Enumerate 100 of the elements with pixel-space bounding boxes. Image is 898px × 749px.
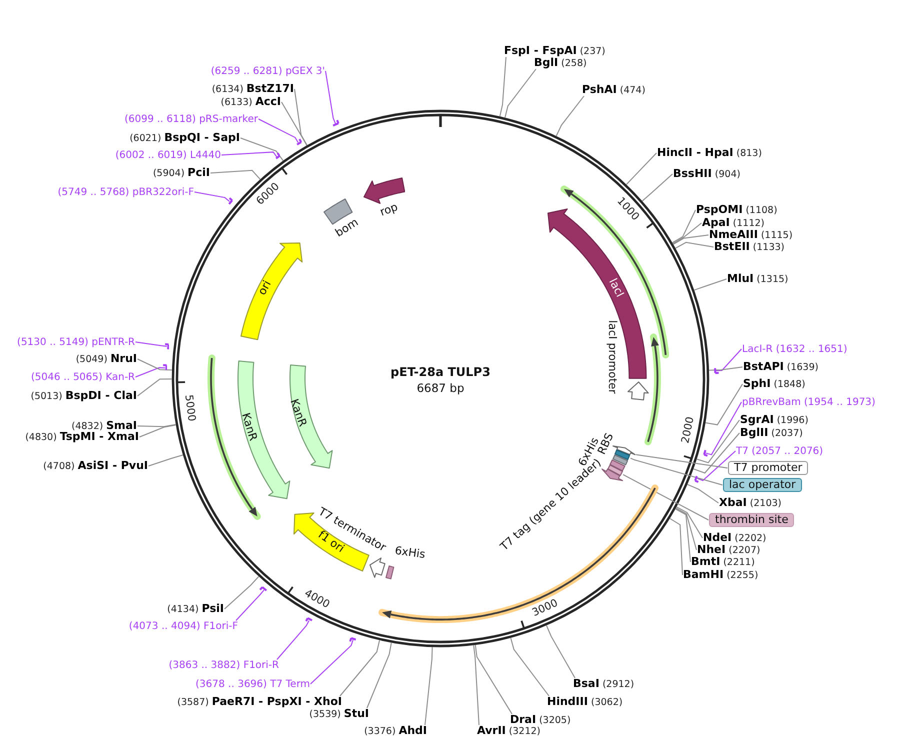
- orf-indicator: [206, 354, 261, 521]
- sequence-feature: [385, 564, 396, 580]
- restriction-site-label: BsaI (2912): [573, 677, 634, 691]
- restriction-site-label: SgrAI (1996): [740, 413, 808, 427]
- leader-line: [366, 642, 392, 708]
- leader-line: [221, 152, 278, 158]
- primer-label: (6259 .. 6281) pGEX 3': [210, 64, 325, 78]
- restriction-site-label: PspOMI (1108): [696, 203, 778, 217]
- restriction-site-label: BglI (258): [534, 56, 587, 70]
- restriction-site-label: AvrII (3212): [477, 724, 541, 738]
- leader-line: [708, 366, 743, 371]
- restriction-site-label: (3587) PaeR7I - PspXI - XhoI: [177, 695, 342, 709]
- tick-label: 5000: [182, 394, 198, 422]
- plasmid-name: pET-28a TULP3: [390, 365, 490, 379]
- restriction-site-label: (5049) NruI: [76, 352, 137, 366]
- leader-line: [672, 222, 702, 244]
- primer-mark: [296, 138, 302, 146]
- leader-line: [696, 420, 740, 464]
- leader-line: [686, 484, 719, 504]
- restriction-site-label: NdeI (2202): [703, 531, 766, 545]
- leader-line: [622, 474, 709, 520]
- leader-line: [696, 450, 736, 482]
- leader-line: [674, 508, 691, 562]
- leader-line: [675, 242, 714, 249]
- leader-line: [474, 644, 512, 714]
- primer-mark: [332, 119, 340, 127]
- restriction-site-label: (6133) AccI: [220, 95, 281, 109]
- restriction-site-label: HincII - HpaI (813): [657, 146, 762, 160]
- leader-line: [672, 234, 709, 245]
- leader-line: [148, 454, 184, 466]
- leader-line: [676, 506, 703, 538]
- leader-line: [504, 68, 536, 118]
- restriction-site-label: (3539) StuI: [309, 707, 369, 721]
- tick-label: 3000: [530, 597, 560, 620]
- restriction-site-label: (4708) AsiSI - PvuI: [43, 459, 148, 473]
- restriction-site-label: (5904) PciI: [152, 166, 210, 180]
- leader-line: [236, 590, 264, 621]
- feature-label: lacI: [606, 276, 626, 300]
- restriction-site-label: BstAPI (1639): [743, 360, 818, 374]
- sequence-feature: [600, 468, 624, 482]
- feature-label: ori: [256, 278, 274, 298]
- restriction-site-label: XbaI (2103): [719, 496, 782, 510]
- sequence-feature: [612, 454, 628, 466]
- sequence-feature: [608, 458, 626, 472]
- primer-mark: [164, 342, 170, 350]
- feature-label: 6xHis: [394, 544, 426, 562]
- feature-tag: thrombin site: [709, 513, 794, 527]
- leader-line: [499, 56, 506, 117]
- leader-line: [258, 118, 299, 144]
- orf-indicator: [644, 333, 663, 446]
- leader-line: [546, 624, 576, 678]
- leader-line: [510, 637, 550, 696]
- leader-line: [281, 102, 308, 146]
- primer-mark: [703, 449, 709, 458]
- restriction-site-label: BmtI (2211): [691, 555, 755, 569]
- sequence-feature: [614, 448, 630, 460]
- leader-line: [693, 432, 740, 474]
- primer-label: (5749 .. 5768) pBR322ori-F: [58, 186, 194, 198]
- leader-line: [424, 646, 433, 726]
- restriction-site-label: (4134) PsiI: [167, 602, 224, 616]
- leader-line: [135, 367, 166, 378]
- leader-line: [694, 278, 727, 291]
- sequence-feature: [289, 364, 334, 470]
- feature-label: bom: [333, 216, 361, 240]
- primer-mark: [259, 586, 268, 592]
- primer-label: (4073 .. 4094) F1ori-F: [128, 620, 238, 632]
- leader-line: [137, 358, 172, 370]
- primer-label: LacI-R (1632 .. 1651): [742, 342, 848, 356]
- sequence-feature: [626, 380, 650, 401]
- restriction-site-label: (6134) BstZ17I: [212, 82, 294, 96]
- leader-line: [630, 458, 723, 486]
- leader-line: [194, 192, 230, 202]
- primer-mark: [162, 364, 168, 372]
- leader-line: [135, 342, 168, 347]
- sequence-feature: [240, 242, 304, 341]
- feature-tag: T7 promoter: [728, 461, 808, 475]
- feature-label: rop: [378, 201, 400, 219]
- leader-line: [642, 174, 673, 202]
- leader-line: [626, 152, 657, 185]
- restriction-site-label: BstEII (1133): [714, 240, 784, 254]
- leader-line: [294, 88, 308, 146]
- restriction-site-label: FspI - FspAI (237): [504, 44, 606, 58]
- sequence-feature: [362, 177, 406, 205]
- primer-mark: [228, 196, 233, 205]
- sequence-feature: [612, 444, 636, 456]
- restriction-site-label: PshAI (474): [582, 83, 646, 97]
- leader-line: [224, 576, 260, 610]
- sequence-feature: [369, 556, 386, 578]
- sequence-feature: [606, 464, 624, 477]
- plasmid-length: 6687 bp: [416, 382, 464, 395]
- leader-line: [137, 378, 172, 396]
- primer-mark: [694, 474, 700, 483]
- restriction-site-label: HindIII (3062): [547, 695, 623, 709]
- primer-label: (6099 .. 6118) pRS-marker: [124, 112, 258, 126]
- restriction-site-label: BglII (2037): [740, 426, 803, 440]
- primer-mark: [348, 636, 357, 642]
- restriction-site-label: ApaI (1112): [702, 216, 765, 230]
- leader-line: [705, 402, 742, 456]
- leader-line: [276, 620, 310, 660]
- restriction-site-label: NmeAIII (1115): [709, 228, 793, 242]
